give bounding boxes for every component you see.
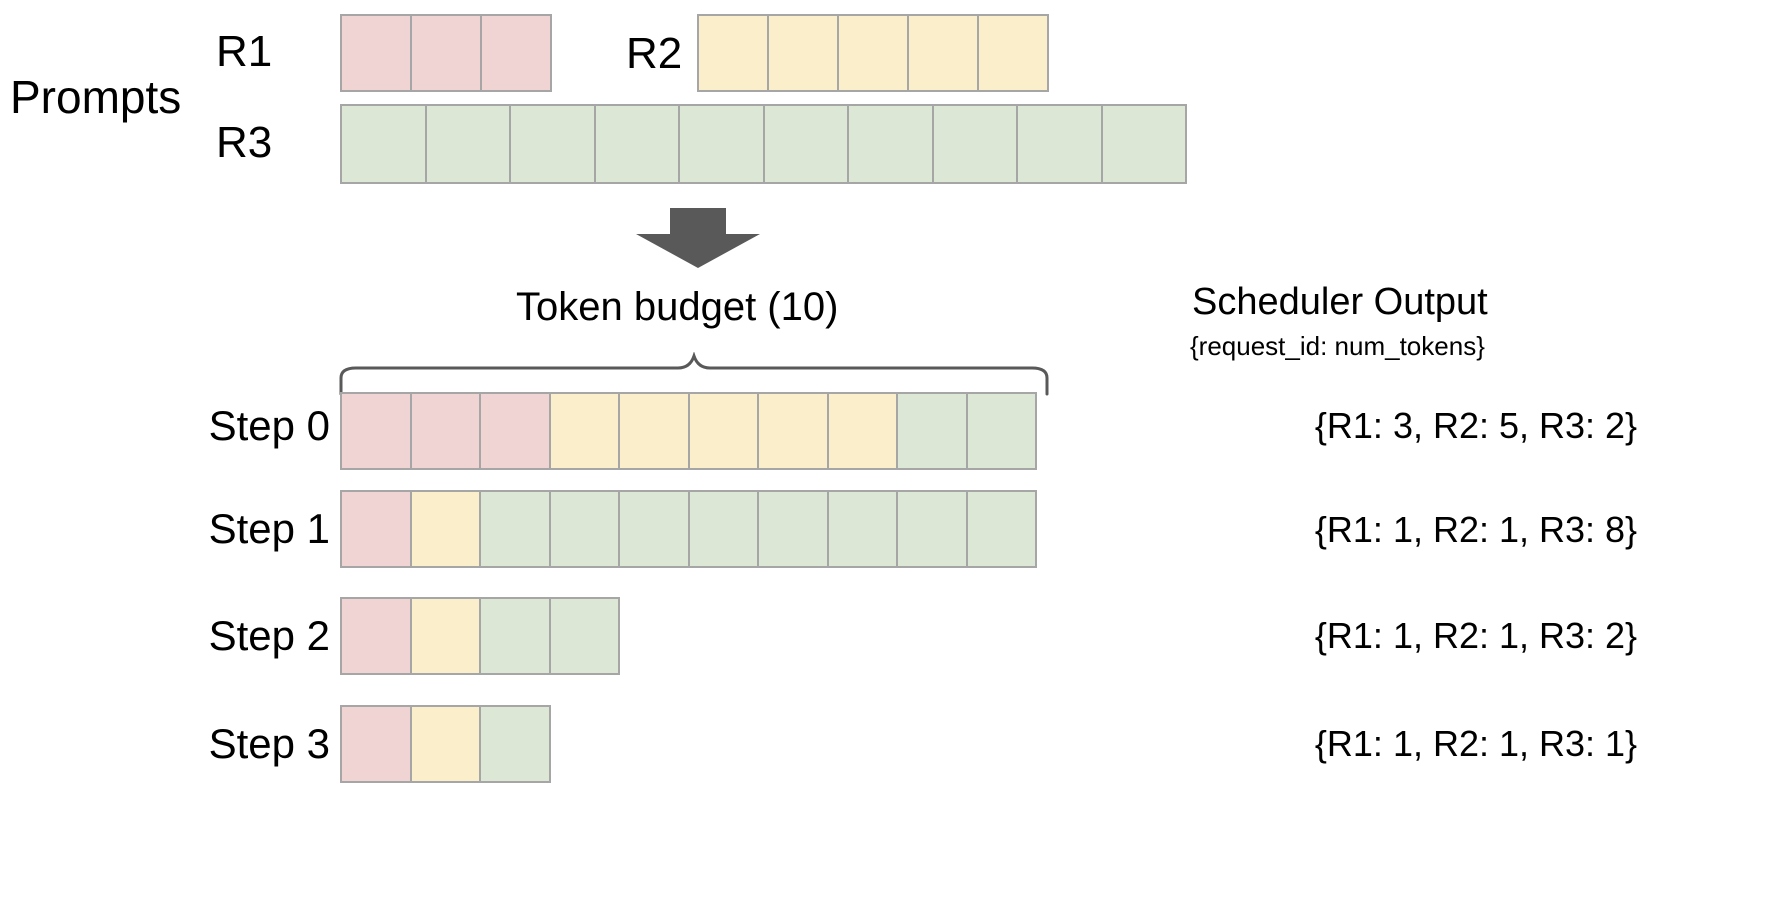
token-cell-r1: [480, 14, 552, 92]
token-cell-r3: [593, 104, 680, 184]
token-cell-r3: [826, 490, 898, 568]
token-cell-r2: [977, 14, 1049, 92]
step-token-row-1: [340, 490, 1037, 568]
token-cell-r3: [424, 104, 511, 184]
step-token-row-0: [340, 392, 1037, 470]
prompts-label: Prompts: [10, 71, 182, 123]
token-cell-r3: [548, 597, 620, 675]
token-cell-r2: [767, 14, 839, 92]
token-cell-r3: [931, 104, 1018, 184]
token-cell-r3: [896, 392, 968, 470]
token-cell-r3: [757, 490, 829, 568]
step-token-row-3: [340, 705, 551, 783]
token-cell-r3: [1100, 104, 1187, 184]
token-cell-r1: [409, 392, 481, 470]
token-cell-r1: [410, 14, 482, 92]
token-cell-r1: [340, 705, 412, 783]
token-cell-r3: [965, 490, 1037, 568]
token-cell-r3: [762, 104, 849, 184]
step-output-3: {R1: 1, R2: 1, R3: 1}: [1314, 723, 1638, 764]
token-budget-label: Token budget (10): [516, 285, 839, 329]
token-cell-r2: [548, 392, 620, 470]
token-cell-r1: [340, 490, 412, 568]
token-cell-r3: [847, 104, 934, 184]
step-output-0: {R1: 3, R2: 5, R3: 2}: [1314, 405, 1638, 446]
step-label-2: Step 2: [208, 612, 330, 659]
token-cell-r2: [409, 490, 481, 568]
token-cell-r1: [479, 392, 551, 470]
step-output-2: {R1: 1, R2: 1, R3: 2}: [1314, 615, 1638, 656]
token-cell-r3: [965, 392, 1037, 470]
token-cell-r3: [1016, 104, 1103, 184]
token-cell-r3: [548, 490, 620, 568]
step-label-1: Step 1: [208, 505, 330, 552]
prompt-label-r1: R1: [216, 27, 273, 76]
token-cell-r3: [479, 705, 551, 783]
step-token-row-2: [340, 597, 620, 675]
token-cell-r3: [509, 104, 596, 184]
token-cell-r3: [340, 104, 427, 184]
token-cell-r2: [907, 14, 979, 92]
token-budget-brace: [338, 351, 1050, 396]
scheduler-output-title: Scheduler Output: [1192, 281, 1488, 323]
token-cell-r3: [687, 490, 759, 568]
token-cell-r3: [678, 104, 765, 184]
token-cell-r1: [340, 392, 412, 470]
token-cell-r2: [826, 392, 898, 470]
token-cell-r1: [340, 14, 412, 92]
step-output-1: {R1: 1, R2: 1, R3: 8}: [1314, 509, 1638, 550]
token-cell-r2: [409, 705, 481, 783]
prompt-token-row-r1: [340, 14, 552, 92]
down-arrow-icon: [636, 208, 760, 268]
token-cell-r3: [618, 490, 690, 568]
token-cell-r2: [697, 14, 769, 92]
token-cell-r3: [896, 490, 968, 568]
prompt-token-row-r2: [697, 14, 1049, 92]
step-label-0: Step 0: [208, 402, 330, 449]
scheduler-output-format: {request_id: num_tokens}: [1190, 331, 1485, 361]
token-cell-r2: [837, 14, 909, 92]
prompt-label-r2: R2: [626, 29, 683, 78]
token-cell-r1: [340, 597, 412, 675]
prompt-token-row-r3: [340, 104, 1187, 184]
token-cell-r2: [687, 392, 759, 470]
token-cell-r3: [479, 597, 551, 675]
step-label-3: Step 3: [208, 720, 330, 767]
prompt-label-r3: R3: [216, 118, 273, 167]
token-cell-r3: [479, 490, 551, 568]
token-cell-r2: [409, 597, 481, 675]
token-cell-r2: [757, 392, 829, 470]
token-cell-r2: [618, 392, 690, 470]
